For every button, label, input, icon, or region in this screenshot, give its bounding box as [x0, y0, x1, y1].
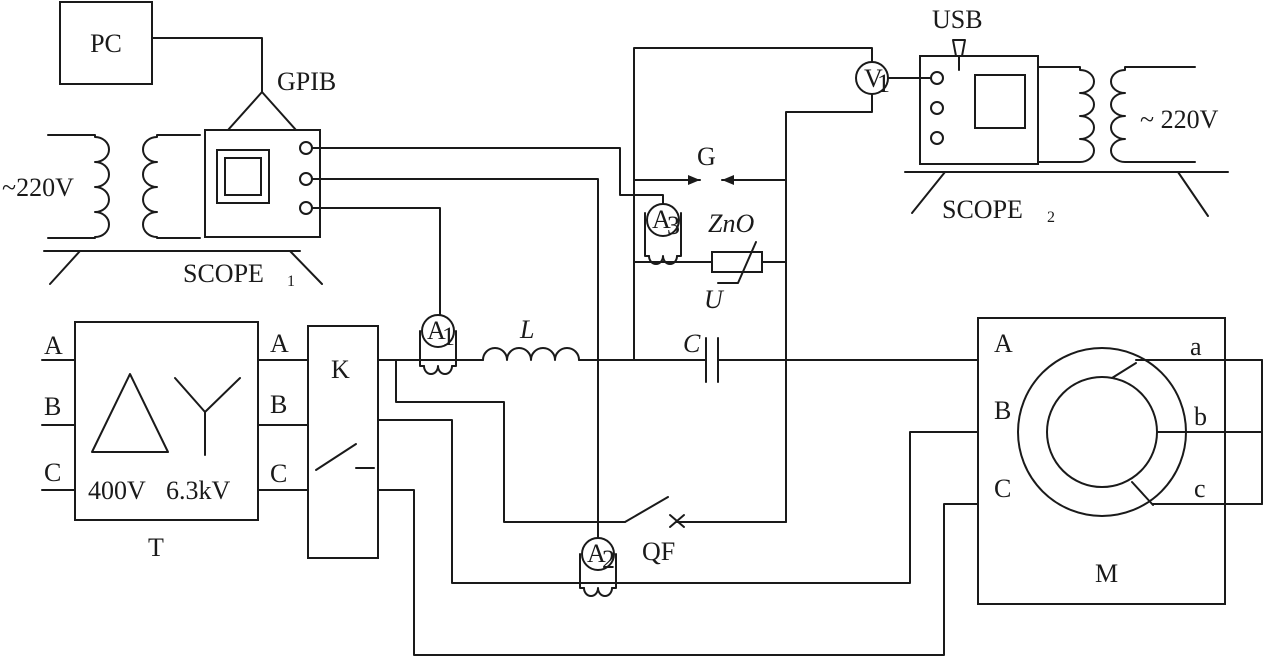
svg-text:A: A [652, 205, 671, 234]
spark-gap-label: G [697, 142, 716, 171]
svg-text:3: 3 [667, 211, 680, 240]
ammeter-a1: A 1 [419, 314, 457, 375]
pc-label: PC [90, 29, 122, 58]
voltmeter-v1-label: V [864, 64, 883, 93]
probe-cable-a3 [311, 147, 664, 204]
capacitor-right-bus [785, 93, 873, 523]
breaker-qf [624, 496, 669, 523]
transformer-label: T [148, 533, 164, 562]
scope2-channel2-port [930, 101, 944, 115]
scope2-channel3-port [930, 131, 944, 145]
breaker-label: QF [642, 537, 675, 566]
ammeter-a2: A 2 [579, 537, 617, 597]
svg-text:1: 1 [442, 322, 455, 351]
switch-k [307, 325, 379, 559]
phase-b-wire [377, 419, 1021, 584]
transformer-t [74, 321, 259, 521]
scope1-subscript: 1 [287, 273, 295, 290]
scope1-oscilloscope [204, 129, 321, 238]
motor-label: M [1095, 559, 1118, 588]
voltage-probe-wire [633, 47, 873, 361]
right-isolation-transformer [1037, 66, 1196, 163]
svg-text:1: 1 [877, 69, 890, 98]
zno-u-label: U [704, 285, 725, 314]
transformer-high-voltage: 6.3kV [166, 476, 231, 505]
svg-text:2: 2 [602, 545, 615, 574]
usb-label: USB [932, 5, 983, 34]
capacitor-label: C [683, 329, 701, 358]
scope2-oscilloscope [919, 55, 1039, 165]
transformer-output-a: A [270, 329, 289, 358]
pc-block: PC [59, 1, 153, 85]
motor-terminal-a: A [994, 329, 1013, 358]
zno-varistor [711, 241, 763, 284]
voltmeter-v1: V 1 [855, 61, 890, 98]
scope2-channel1-port [930, 71, 944, 85]
scope1-channel2-port [299, 172, 313, 186]
spark-gap-g [688, 175, 734, 185]
bypass-wire [395, 359, 626, 523]
scope1-label: SCOPE [183, 259, 264, 288]
ammeter-a3: A 3 [644, 203, 682, 265]
transformer-low-voltage: 400V [88, 476, 146, 505]
gpib-label: GPIB [277, 67, 336, 96]
scope1-channel3-port [299, 201, 313, 215]
capacitor-c [705, 337, 719, 383]
motor-winding-b: b [1194, 402, 1207, 431]
transformer-input-c: C [44, 458, 61, 487]
scope2-label: SCOPE [942, 195, 1023, 224]
motor-terminal-c: C [994, 474, 1011, 503]
gpib-cable [151, 37, 263, 93]
motor-m [977, 317, 1226, 605]
mains-right-label: ~ 220V [1140, 105, 1219, 134]
left-isolation-transformer [47, 134, 201, 239]
svg-text:A: A [427, 316, 446, 345]
scope2-subscript: 2 [1047, 209, 1055, 226]
inductor-l [482, 347, 580, 361]
transformer-output-b: B [270, 390, 287, 419]
motor-terminal-b: B [994, 396, 1011, 425]
probe-cable-a2 [311, 178, 599, 539]
switch-k-label: K [331, 355, 350, 384]
inductor-label: L [519, 315, 534, 344]
transformer-input-b: B [44, 392, 61, 421]
zno-label: ZnO [708, 209, 754, 238]
motor-winding-c: c [1194, 474, 1206, 503]
mains-left-label: ~220V [2, 173, 74, 202]
transformer-input-a: A [44, 331, 63, 360]
phase-c-wire [377, 489, 1021, 656]
scope1-channel1-port [299, 141, 313, 155]
probe-cable-a1 [311, 207, 441, 316]
transformer-output-c: C [270, 459, 287, 488]
svg-text:A: A [587, 539, 606, 568]
usb-plug [952, 39, 966, 57]
motor-winding-a: a [1190, 332, 1202, 361]
gpib-fork [227, 91, 297, 131]
